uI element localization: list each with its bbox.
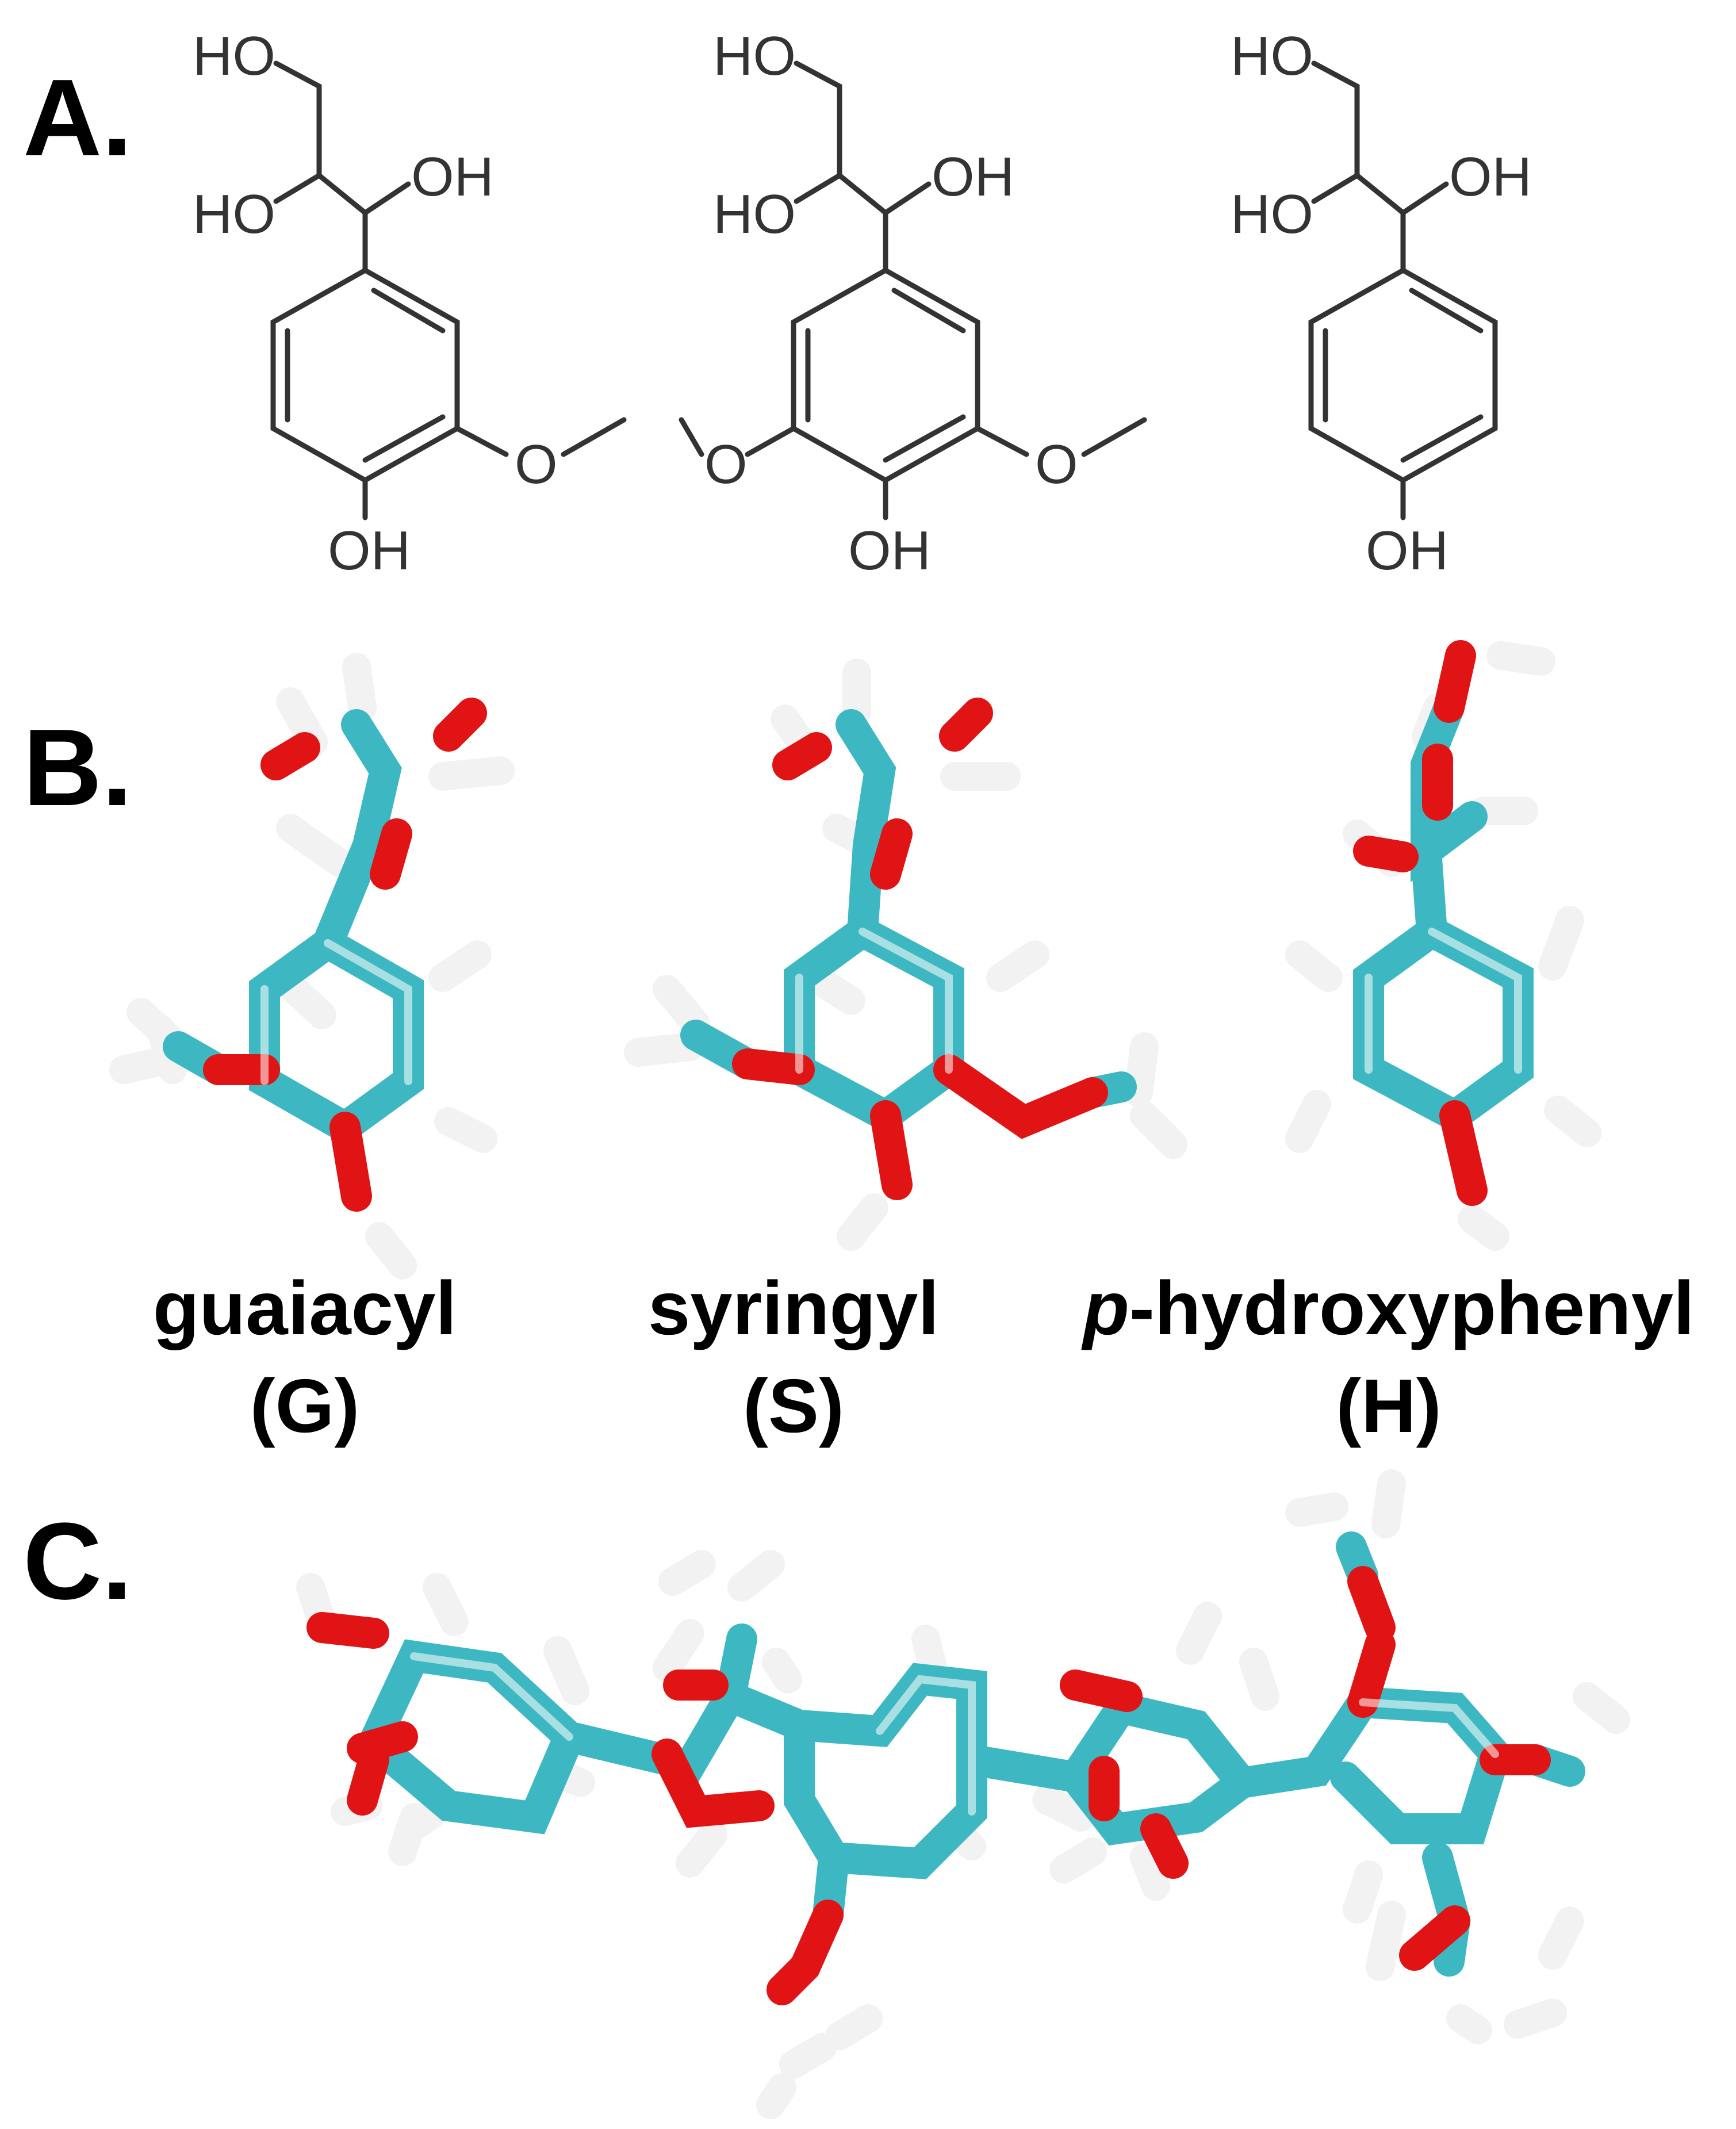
benzene-ring [791, 267, 980, 484]
right-hydroxyl-label: OH [1449, 146, 1532, 208]
top-hydroxyl-label: HO [193, 25, 275, 87]
left-hydroxyl-label: HO [193, 183, 275, 245]
left-hydroxyl-label: HO [713, 183, 796, 245]
carbon-highlight [410, 1652, 1499, 1816]
carbon-highlight [1365, 928, 1522, 1074]
left-methyl-bond [679, 417, 704, 457]
double-bond-2 [362, 414, 446, 463]
syringyl-3d-model [624, 658, 1187, 1251]
panel-label-b: B. [23, 707, 132, 829]
panel-label-c: C. [23, 1500, 132, 1622]
panel-label-a: A. [23, 57, 132, 179]
monomer-abbr-guaiacyl: (G) [250, 1364, 360, 1448]
oxygen-bonds [732, 698, 1108, 1200]
monomer-name-p-hydroxyphenyl: p-hydroxyphenyl [1081, 1266, 1695, 1350]
oxygen-bonds [306, 1566, 1551, 2005]
oxygen-bonds [203, 698, 487, 1212]
beta-oh-bond [794, 173, 842, 204]
italic-p-prefix: p [1081, 1266, 1129, 1350]
left-methoxy-oxygen-label: O [704, 434, 748, 495]
double-bond-3 [1409, 288, 1484, 334]
top-hydroxyl-label: HO [1231, 25, 1313, 87]
guaiacyl-3d-model [109, 653, 515, 1280]
double-bond-3 [371, 288, 446, 334]
right-hydroxyl-label: OH [411, 146, 494, 208]
side-chain-bonds [1311, 60, 1406, 273]
syringyl-2d-structure: HO HO OH O O OH [679, 25, 1147, 581]
carbon-highlight [260, 939, 412, 1085]
alpha-oh-bond [1400, 181, 1449, 216]
guaiacyl-2d-structure: HO HO OH O OH [193, 25, 627, 581]
alpha-oh-bond [362, 181, 411, 216]
methoxy-oxygen-label: O [515, 434, 558, 495]
side-chain-bonds [273, 60, 368, 273]
bottom-hydroxyl-label: OH [848, 520, 931, 581]
monomer-abbr-syringyl: (S) [743, 1364, 844, 1448]
left-hydroxyl-label: HO [1231, 183, 1313, 245]
name-suffix: -hydroxyphenyl [1129, 1266, 1695, 1350]
side-chain-bonds [794, 60, 888, 273]
double-bond-2 [1400, 414, 1484, 463]
right-methyl-bond [1081, 417, 1147, 457]
beta-oh-bond [273, 173, 322, 204]
double-bond-3 [891, 288, 966, 334]
left-methoxy-bond [745, 426, 796, 457]
double-bond-2 [883, 414, 966, 463]
right-methoxy-oxygen-label: O [1035, 434, 1078, 495]
right-methoxy-bond [975, 426, 1029, 457]
beta-oh-bond [1311, 173, 1360, 204]
carbon-highlight [795, 928, 953, 1074]
right-hydroxyl-label: OH [932, 146, 1014, 208]
monomer-abbr-p-hydroxyphenyl: (H) [1336, 1364, 1441, 1448]
lignin-trimer-3d-model [296, 1469, 1630, 2119]
oxygen-bonds [1353, 640, 1488, 1206]
bottom-hydroxyl-label: OH [328, 520, 411, 581]
top-hydroxyl-label: HO [713, 25, 796, 87]
methoxy-bond [454, 426, 509, 457]
benzene-ring [270, 267, 460, 484]
monomer-name-guaiacyl: guaiacyl [153, 1266, 457, 1350]
p-hydroxyphenyl-3d-model [1285, 640, 1601, 1251]
monomer-name-syringyl: syringyl [648, 1266, 939, 1350]
benzene-ring [1308, 267, 1498, 484]
alpha-oh-bond [883, 181, 932, 216]
methyl-bond [561, 417, 627, 457]
bottom-hydroxyl-label: OH [1366, 520, 1448, 581]
p-hydroxyphenyl-2d-structure: HO HO OH OH [1231, 25, 1532, 581]
